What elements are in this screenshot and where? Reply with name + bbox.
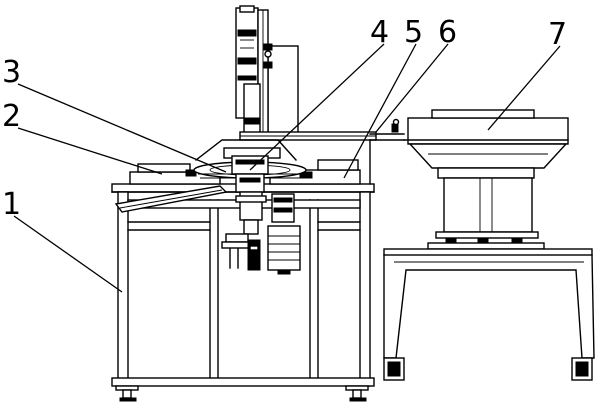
- part-numbers: 1 2 3 4 5 6 7: [2, 15, 567, 222]
- part-label-2: 2: [2, 99, 21, 134]
- part-label-6: 6: [438, 15, 457, 50]
- part-label-1: 1: [2, 187, 21, 222]
- press-column: [235, 5, 377, 141]
- vibratory-feeder: [403, 109, 569, 250]
- leader-lines: [13, 43, 561, 293]
- part-label-5: 5: [404, 15, 423, 50]
- part-label-3: 3: [2, 55, 21, 90]
- drive-motor: [221, 193, 301, 275]
- part-label-7: 7: [548, 17, 567, 52]
- feed-track: [369, 118, 405, 185]
- feeder-stand: [383, 248, 595, 381]
- part-label-4: 4: [370, 15, 389, 50]
